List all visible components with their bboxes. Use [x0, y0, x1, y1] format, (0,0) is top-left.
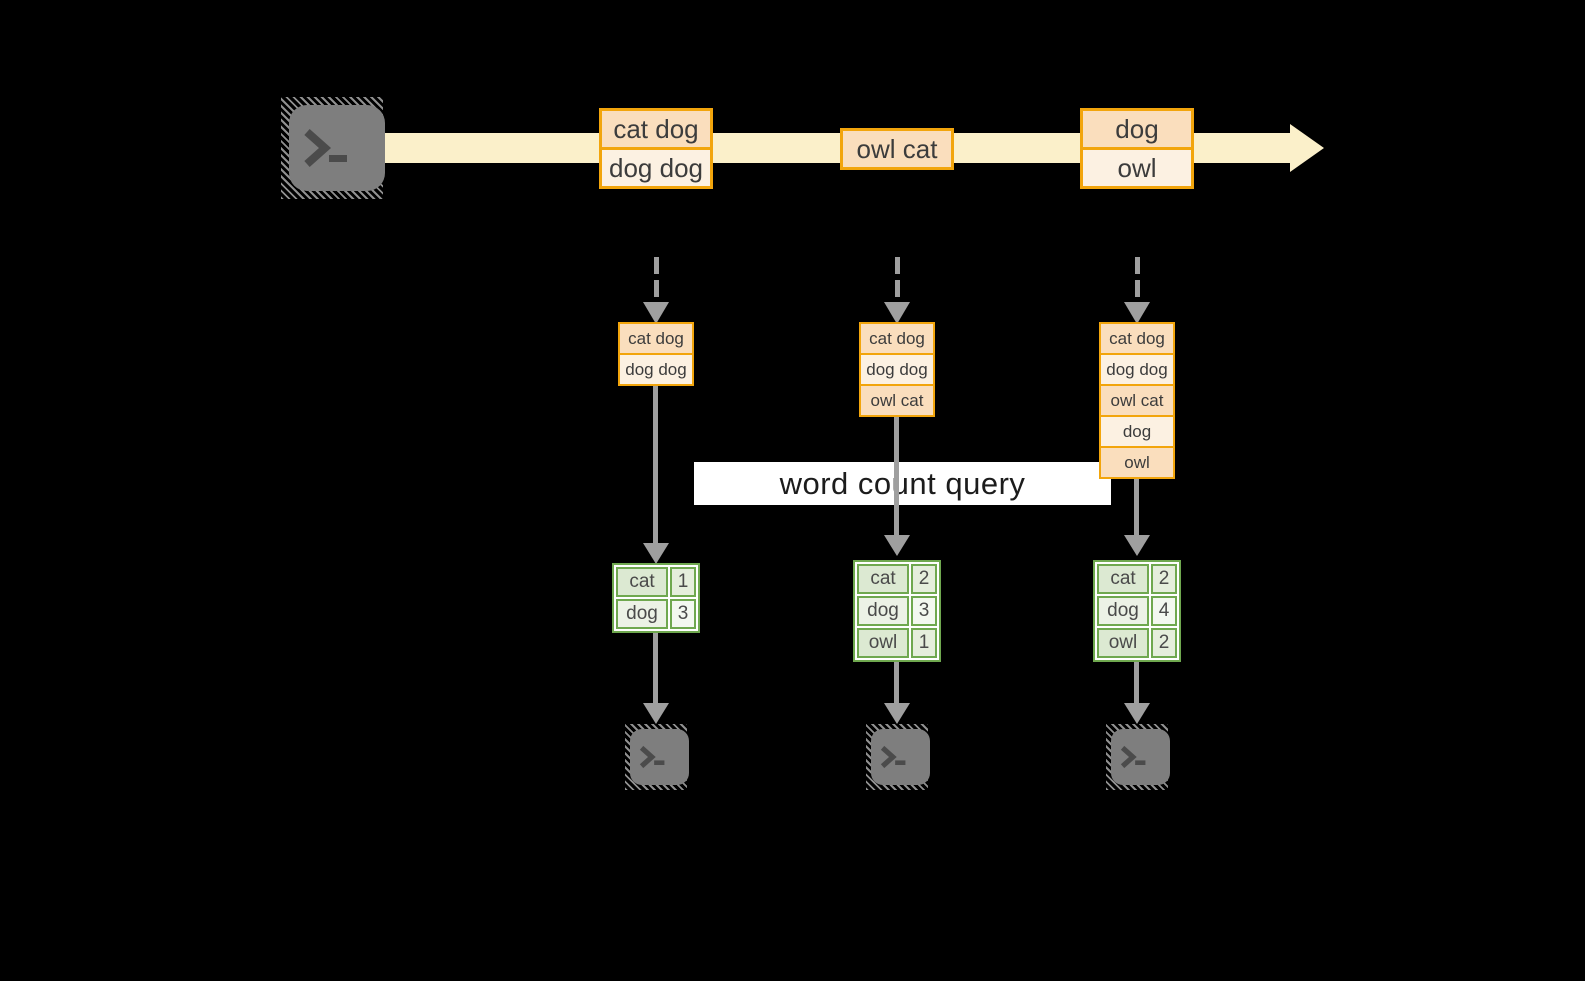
prompt-glyph-icon — [1120, 745, 1146, 769]
connector-line — [653, 633, 658, 703]
stream-event-2: owl cat — [840, 128, 954, 170]
dashed-arrow-icon — [643, 257, 669, 324]
prompt-glyph-icon — [880, 745, 906, 769]
connector-line — [653, 386, 658, 543]
stream-event-1: cat dog dog dog — [599, 108, 713, 189]
event-line: owl cat — [843, 131, 951, 167]
event-buffer-2: cat dog dog dog owl cat — [859, 322, 935, 417]
prompt-glyph-icon — [639, 745, 665, 769]
stream-arrowhead-icon — [1290, 124, 1324, 172]
word-cell: dog — [857, 596, 909, 626]
count-cell: 3 — [670, 599, 696, 629]
arrowhead-icon — [884, 535, 910, 556]
stream-event-3: dog owl — [1080, 108, 1194, 189]
buffer-line: dog dog — [861, 353, 933, 384]
arrowhead-icon — [1124, 703, 1150, 724]
event-line: dog — [1083, 111, 1191, 147]
event-buffer-1: cat dog dog dog — [618, 322, 694, 386]
dashed-arrow-icon — [884, 257, 910, 324]
word-cell: owl — [857, 628, 909, 658]
count-cell: 4 — [1151, 596, 1177, 626]
event-line: cat dog — [602, 111, 710, 147]
arrowhead-icon — [643, 703, 669, 724]
word-cell: cat — [857, 564, 909, 594]
terminal-body — [630, 729, 689, 785]
count-cell: 2 — [911, 564, 937, 594]
buffer-line: cat dog — [620, 324, 692, 353]
word-cell: dog — [1097, 596, 1149, 626]
connector-line — [894, 662, 899, 703]
wordcount-table-1: cat 1 dog 3 — [612, 563, 700, 633]
buffer-line: dog dog — [620, 353, 692, 384]
terminal-icon — [1106, 724, 1170, 790]
terminal-icon — [625, 724, 689, 790]
arrowhead-icon — [884, 703, 910, 724]
dashed-arrow-icon — [1124, 257, 1150, 324]
count-cell: 3 — [911, 596, 937, 626]
arrowhead-icon — [1124, 535, 1150, 556]
connector-line — [894, 417, 899, 535]
connector-line — [1134, 479, 1139, 535]
event-line: dog dog — [602, 147, 710, 186]
word-cell: cat — [616, 567, 668, 597]
terminal-body — [289, 105, 385, 191]
wordcount-table-2: cat 2 dog 3 owl 1 — [853, 560, 941, 662]
count-cell: 2 — [1151, 628, 1177, 658]
buffer-line: cat dog — [861, 324, 933, 353]
count-cell: 1 — [670, 567, 696, 597]
buffer-line: cat dog — [1101, 324, 1173, 353]
terminal-icon — [866, 724, 930, 790]
event-line: owl — [1083, 147, 1191, 186]
connector-line — [1134, 662, 1139, 703]
word-cell: cat — [1097, 564, 1149, 594]
buffer-line: dog — [1101, 415, 1173, 446]
buffer-line: owl cat — [861, 384, 933, 415]
event-buffer-3: cat dog dog dog owl cat dog owl — [1099, 322, 1175, 479]
wordcount-table-3: cat 2 dog 4 owl 2 — [1093, 560, 1181, 662]
query-label-text: word count query — [779, 465, 1026, 501]
count-cell: 2 — [1151, 564, 1177, 594]
word-cell: owl — [1097, 628, 1149, 658]
buffer-line: owl cat — [1101, 384, 1173, 415]
prompt-glyph-icon — [304, 129, 347, 167]
count-cell: 1 — [911, 628, 937, 658]
word-cell: dog — [616, 599, 668, 629]
buffer-line: dog dog — [1101, 353, 1173, 384]
arrowhead-icon — [643, 543, 669, 564]
terminal-body — [1111, 729, 1170, 785]
buffer-line: owl — [1101, 446, 1173, 477]
query-label: word count query — [694, 462, 1111, 505]
terminal-icon — [281, 97, 385, 199]
terminal-body — [871, 729, 930, 785]
